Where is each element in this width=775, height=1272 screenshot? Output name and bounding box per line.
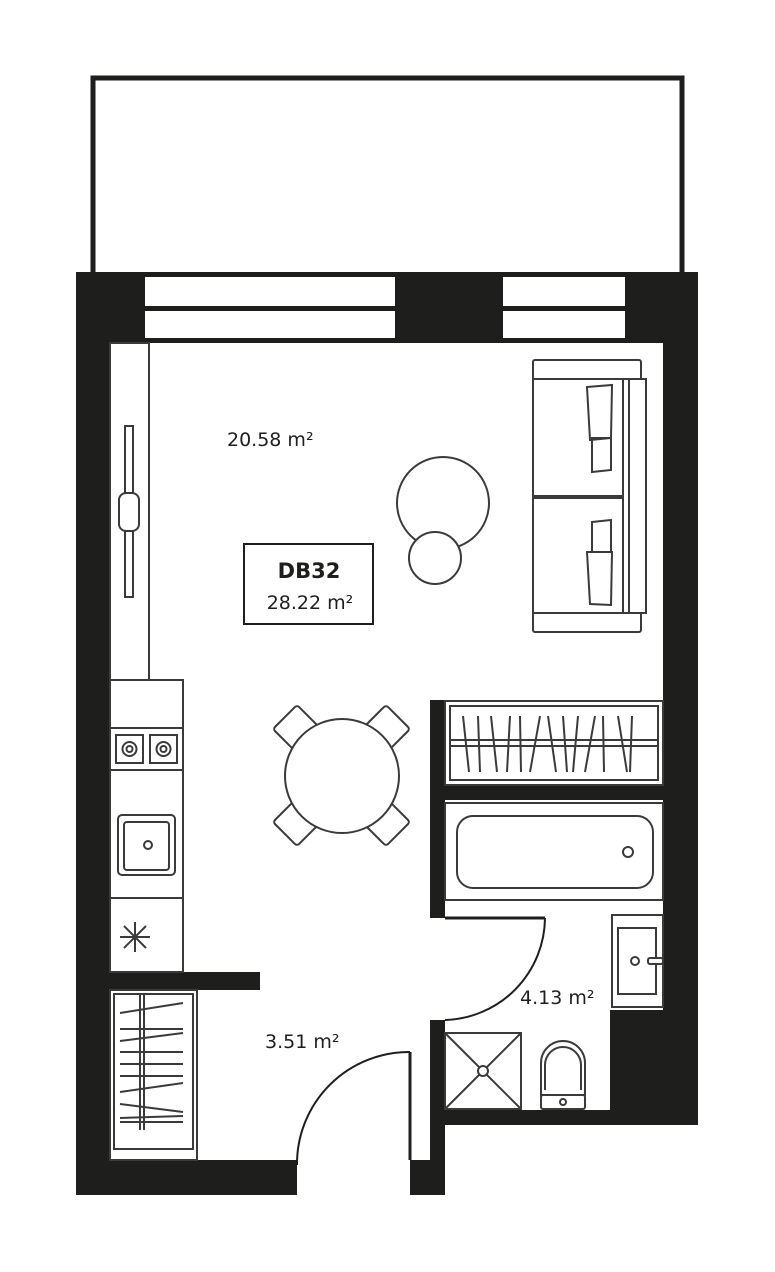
dining-set (273, 705, 410, 846)
living-area-label: 20.58 m² (227, 429, 314, 451)
total-area: 28.22 m² (267, 592, 354, 614)
unit-label-box (243, 543, 374, 625)
shower (444, 1032, 522, 1110)
fan-icon (120, 922, 150, 952)
bathtub (444, 802, 664, 901)
bathroom-door (444, 916, 546, 1021)
toilet (540, 1040, 586, 1110)
entrance-door (295, 1050, 412, 1166)
bathroom-area-label: 4.13 m² (520, 987, 594, 1009)
hall-wardrobe (109, 989, 198, 1161)
wardrobe (444, 700, 664, 786)
stove-icon (115, 734, 178, 764)
kitchen (109, 342, 184, 973)
hall-area-label: 3.51 m² (265, 1031, 339, 1053)
sink-icon (117, 814, 176, 876)
unit-code: DB32 (278, 559, 341, 583)
balcony (90, 75, 685, 281)
side-table (408, 531, 462, 585)
bathroom-sink (611, 914, 664, 1008)
sofa (532, 359, 647, 633)
windows (145, 277, 625, 338)
